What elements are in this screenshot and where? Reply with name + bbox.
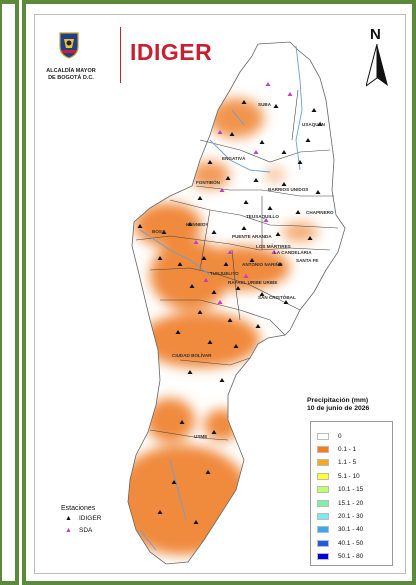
legend-item: 0: [317, 430, 342, 442]
sda-station-markers: [193, 82, 293, 304]
legend-label: 20.1 - 30: [338, 512, 364, 520]
label-la-candelaria: LA CANDELARIA: [274, 250, 312, 255]
legend-item: 40.1 - 50: [317, 537, 363, 549]
label-puente-aranda: PUENTE ARANDA: [232, 234, 272, 239]
legend-label: 0: [338, 432, 342, 440]
north-label: N: [370, 26, 381, 43]
label-san-cristobal: SAN CRISTÓBAL: [258, 293, 296, 300]
label-ciudad-bolivar: CIUDAD BOLÍVAR: [172, 351, 212, 358]
legend-item: 20.1 - 30: [317, 510, 363, 522]
triangle-icon: ▲: [65, 514, 72, 522]
label-suba: SUBA: [258, 102, 272, 107]
stations-legend-title: Estaciones: [61, 505, 96, 512]
stations-item-label: SDA: [79, 526, 93, 534]
legend-swatch: [317, 432, 329, 440]
precipitation-legend: 0 0.1 - 1 1.1 - 5 5.1 - 10 10.1 - 15 15.1 - 2…: [310, 421, 393, 566]
legend-item: 1.1 - 5: [317, 457, 356, 469]
legend-swatch: [317, 472, 329, 480]
legend-item: 50.1 - 80: [317, 551, 363, 563]
triangle-icon: ▲: [65, 526, 72, 534]
legend-label: 1.1 - 5: [338, 459, 357, 467]
label-antonio-narino: ANTONIO NARIÑO: [242, 261, 283, 267]
label-engativa: ENGATIVÁ: [222, 155, 246, 161]
brand-title: IDIGER: [130, 39, 213, 65]
legend-title: Precipitación (mm) 10 de junio de 2026: [307, 397, 369, 413]
label-usme: USME: [194, 434, 207, 439]
legend-label: 50.1 - 80: [338, 553, 364, 561]
label-fontibon: FONTIBÓN: [196, 178, 221, 185]
legend-label: 0.1 - 1: [338, 445, 357, 453]
legend-swatch: [317, 553, 329, 561]
legend-swatch: [317, 526, 329, 534]
legend-item: 30.1 - 40: [317, 524, 363, 536]
label-rafael-uribe: RAFAEL URIBE URIBE: [228, 280, 277, 285]
label-santa-fe: SANTA FE: [296, 258, 318, 263]
label-kennedy: KENNEDY: [186, 222, 208, 227]
legend-item: 5.1 - 10: [317, 470, 360, 482]
label-barrios-unidos: BARRIOS UNIDOS: [268, 187, 308, 192]
legend-swatch: [317, 539, 329, 547]
label-chapinero: CHAPINERO: [306, 210, 334, 215]
logo-line-2: DE BOGOTÁ D.C.: [48, 75, 94, 81]
left-frame: [0, 0, 19, 585]
label-teusaquillo: TEUSAQUILLO: [246, 214, 279, 219]
legend-title-line2: 10 de junio de 2026: [307, 405, 370, 412]
stations-item-sda: ▲ SDA: [65, 524, 101, 536]
legend-swatch: [317, 499, 329, 507]
legend-label: 10.1 - 15: [338, 486, 364, 494]
legend-label: 40.1 - 50: [338, 539, 364, 547]
legend-item: 15.1 - 20: [317, 497, 363, 509]
stations-legend: Estaciones ▲ IDIGER ▲ SDA: [61, 505, 101, 536]
label-los-martires: LOS MÁRTIRES: [256, 243, 291, 249]
label-bosa: BOSA: [152, 229, 166, 234]
legend-label: 30.1 - 40: [338, 526, 364, 534]
north-arrow-icon: [365, 43, 388, 88]
legend-title-line1: Precipitación (mm): [307, 397, 369, 404]
label-tunjuelito: TUNJUELITO: [210, 271, 239, 276]
legend-item: 10.1 - 15: [317, 484, 363, 496]
label-usaquen: USAQUÉN: [302, 120, 326, 127]
legend-item: 0.1 - 1: [317, 443, 356, 455]
legend-swatch: [317, 512, 329, 520]
idiger-station-markers: [137, 100, 323, 524]
stations-item-idiger: ▲ IDIGER: [65, 512, 101, 524]
legend-swatch: [317, 459, 329, 467]
bogota-shield-logo: [54, 30, 84, 60]
legend-swatch: [317, 445, 329, 453]
legend-label: 5.1 - 10: [338, 472, 360, 480]
legend-label: 15.1 - 20: [338, 499, 364, 507]
header-separator: [120, 27, 121, 83]
legend-swatch: [317, 486, 329, 494]
stations-item-label: IDIGER: [79, 514, 102, 522]
logo-line-1: ALCALDÍA MAYOR: [46, 68, 96, 74]
